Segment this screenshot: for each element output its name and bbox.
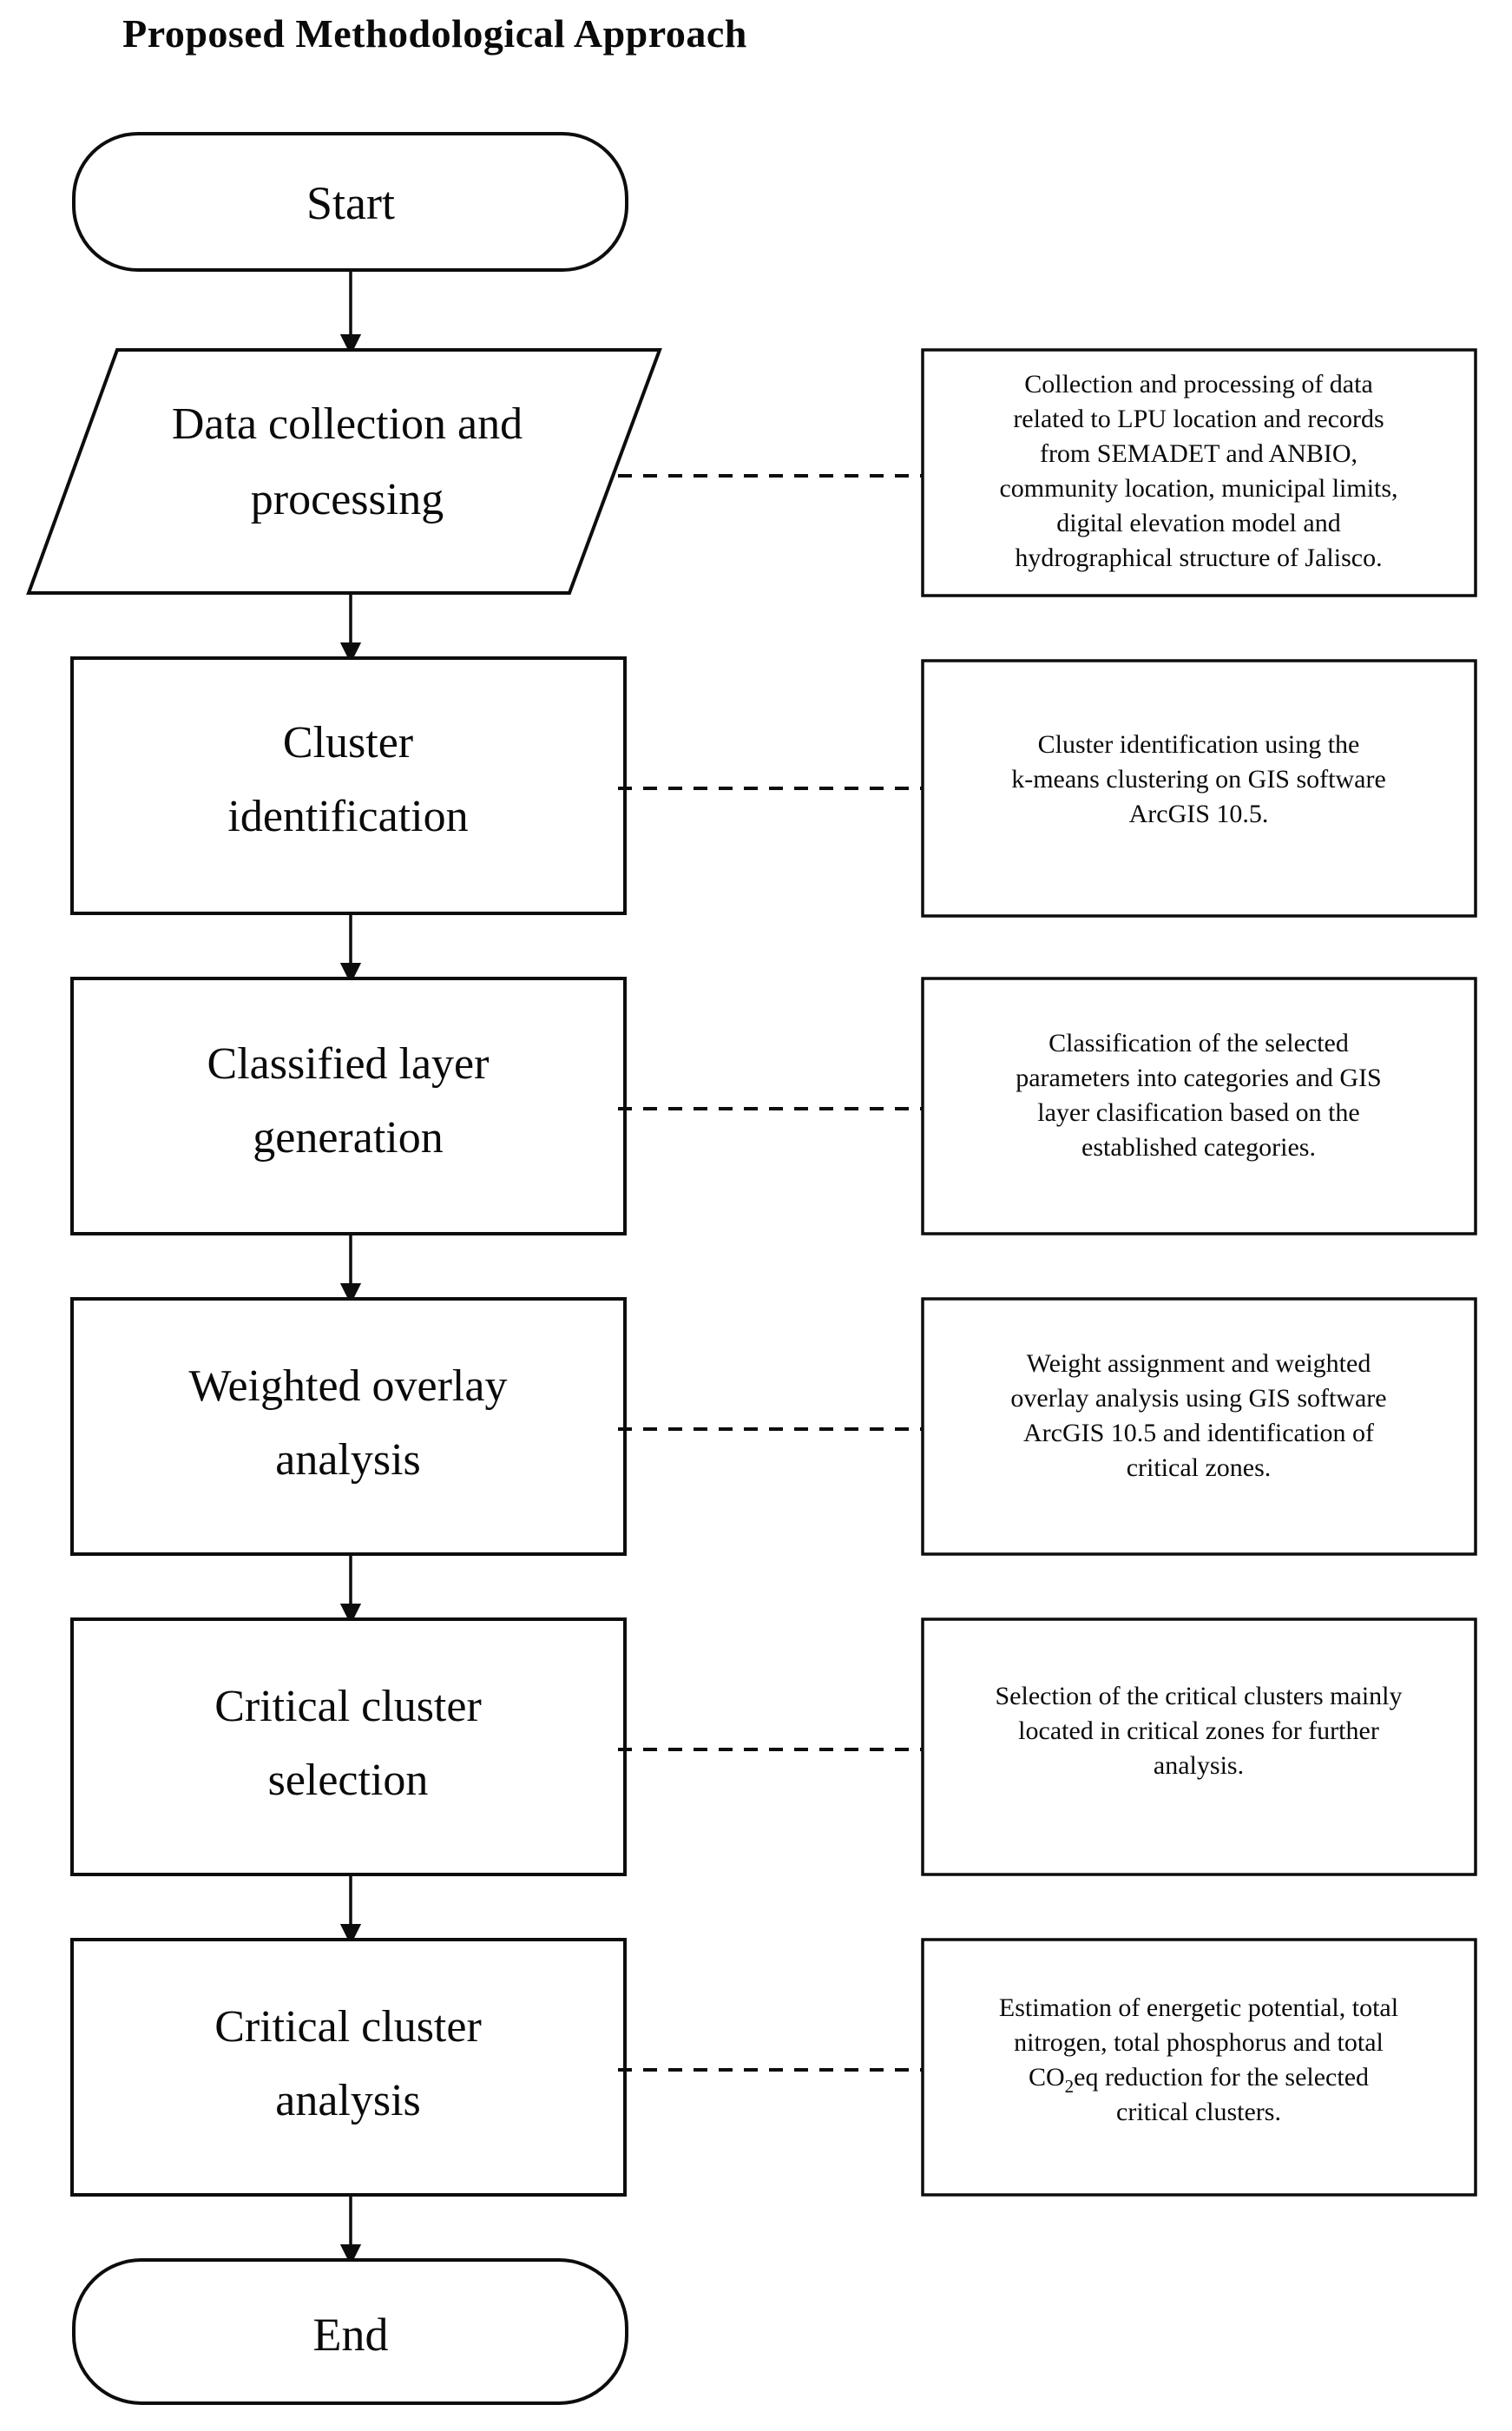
note-data-collection-line-2: related to LPU location and records [1013, 405, 1384, 433]
cluster-identification-shape [70, 656, 627, 915]
note-critical-cluster-analysis-box [921, 1938, 1477, 2197]
end-shape [72, 2258, 628, 2405]
note-weighted-overlay-analysis-line-2: overlay analysis using GIS software [1010, 1384, 1386, 1413]
node-end[interactable]: End [72, 2258, 628, 2405]
weighted-overlay-analysis-label-line-2: analysis [275, 1435, 421, 1485]
cluster-identification-label-line-2: identification [227, 792, 468, 841]
note-critical-cluster-analysis-line-3: CO2eq reduction for the selected [1029, 2063, 1369, 2097]
note-critical-cluster-analysis-line-2: nitrogen, total phosphorus and total [1014, 2028, 1384, 2057]
note-classified-layer-generation: Classification of the selected parameter… [921, 977, 1477, 1235]
note-data-collection-line-6: hydrographical structure of Jalisco. [1015, 544, 1382, 572]
note-data-collection-line-3: from SEMADET and ANBIO, [1040, 439, 1358, 468]
note-weighted-overlay-analysis-box [921, 1297, 1477, 1556]
note-critical-cluster-selection-line-3: analysis. [1154, 1751, 1244, 1780]
page-title-text: Proposed Methodological Approach [122, 11, 747, 56]
critical-cluster-selection-label-line-1: Critical cluster [214, 1682, 482, 1731]
note-data-collection: Collection and processing of data relate… [921, 348, 1477, 597]
node-critical-cluster-analysis[interactable]: Critical cluster analysis [70, 1938, 627, 2197]
data-collection-label-line-1: Data collection and [172, 399, 523, 449]
note-critical-cluster-selection-box [921, 1617, 1477, 1876]
note-classified-layer-generation-line-2: parameters into categories and GIS [1016, 1064, 1382, 1092]
note-critical-cluster-selection-line-1: Selection of the critical clusters mainl… [995, 1682, 1402, 1710]
note-critical-cluster-analysis: Estimation of energetic potential, total… [921, 1938, 1477, 2197]
critical-cluster-analysis-label-line-2: analysis [275, 2076, 421, 2125]
note-classified-layer-generation-line-3: layer clasification based on the [1037, 1098, 1360, 1127]
note-cluster-identification-line-1: Cluster identification using the [1038, 730, 1360, 759]
weighted-overlay-analysis-label-line-1: Weighted overlay [189, 1361, 508, 1411]
node-start[interactable]: Start [72, 132, 628, 272]
note-weighted-overlay-analysis-line-4: critical zones. [1127, 1453, 1272, 1482]
critical-cluster-selection-label-line-2: selection [268, 1756, 429, 1805]
critical-cluster-analysis-shape [70, 1938, 627, 2197]
node-data-collection[interactable]: Data collection and processing [26, 348, 662, 595]
note-cluster-identification: Cluster identification using the k-means… [921, 659, 1477, 918]
note-classified-layer-generation-line-4: established categories. [1081, 1133, 1316, 1162]
data-collection-label-line-2: processing [251, 475, 444, 524]
note-data-collection-line-1: Collection and processing of data [1024, 370, 1373, 399]
node-classified-layer-generation[interactable]: Classified layer generation [70, 977, 627, 1235]
note-critical-cluster-analysis-line-4: critical clusters. [1116, 2098, 1281, 2126]
page-title: Proposed Methodological Approach [0, 10, 1512, 56]
node-critical-cluster-selection[interactable]: Critical cluster selection [70, 1617, 627, 1876]
note-classified-layer-generation-box [921, 977, 1477, 1235]
note-weighted-overlay-analysis-line-3: ArcGIS 10.5 and identification of [1023, 1419, 1374, 1447]
note-cluster-identification-box [921, 659, 1477, 918]
end-label: End [313, 2309, 389, 2361]
classified-layer-generation-label-line-1: Classified layer [207, 1039, 490, 1089]
note-weighted-overlay-analysis: Weight assignment and weighted overlay a… [921, 1297, 1477, 1556]
data-collection-shape [26, 348, 662, 595]
node-weighted-overlay-analysis[interactable]: Weighted overlay analysis [70, 1297, 627, 1556]
note-cluster-identification-line-2: k-means clustering on GIS software [1011, 765, 1386, 794]
weighted-overlay-analysis-shape [70, 1297, 627, 1556]
note-data-collection-box [921, 348, 1477, 597]
note-data-collection-line-5: digital elevation model and [1056, 509, 1340, 537]
cluster-identification-label-line-1: Cluster [283, 718, 413, 768]
critical-cluster-analysis-label-line-1: Critical cluster [214, 2002, 482, 2052]
note-weighted-overlay-analysis-line-1: Weight assignment and weighted [1027, 1349, 1371, 1378]
note-critical-cluster-selection-line-2: located in critical zones for further [1018, 1716, 1379, 1745]
note-critical-cluster-analysis-line-1: Estimation of energetic potential, total [999, 1993, 1398, 2022]
critical-cluster-selection-shape [70, 1617, 627, 1876]
note-critical-cluster-selection: Selection of the critical clusters mainl… [921, 1617, 1477, 1876]
note-data-collection-line-4: community location, municipal limits, [999, 474, 1397, 503]
start-label: Start [306, 177, 395, 229]
classified-layer-generation-label-line-2: generation [253, 1113, 443, 1163]
note-classified-layer-generation-line-1: Classification of the selected [1049, 1029, 1349, 1057]
node-cluster-identification[interactable]: Cluster identification [70, 656, 627, 915]
classified-layer-generation-shape [70, 977, 627, 1235]
note-cluster-identification-line-3: ArcGIS 10.5. [1129, 800, 1269, 828]
